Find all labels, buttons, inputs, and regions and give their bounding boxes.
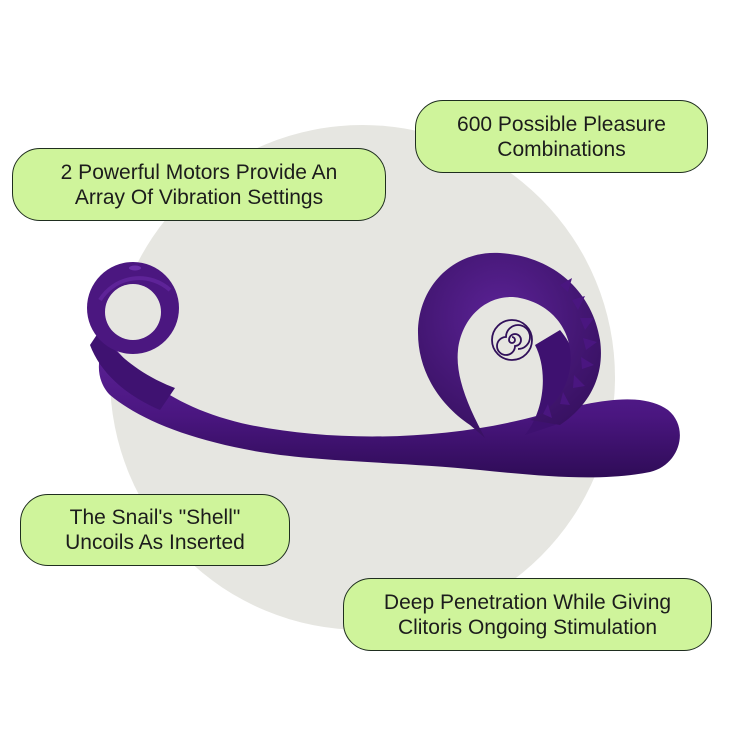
callout-motors: 2 Powerful Motors Provide An Array Of Vi… [12,148,386,221]
callout-penetration-line2: Clitoris Ongoing Stimulation [397,615,658,639]
product-shell [418,252,601,438]
product-shaft [98,340,680,478]
callout-shell-line2: Uncoils As Inserted [65,531,245,554]
callout-motors-line2: Array Of Vibration Settings [74,185,324,209]
callout-motors-line1: 2 Powerful Motors Provide An [60,160,338,184]
callout-penetration-line1: Deep Penetration While Giving [383,590,672,614]
product-ring-hole [105,284,161,340]
callout-shell: The Snail's "Shell" Uncoils As Inserted [20,494,290,566]
callout-shell-line1: The Snail's "Shell" [69,506,241,529]
product-handle-neck [90,330,175,410]
callout-combinations-line1: 600 Possible Pleasure [457,112,666,136]
spiral-logo-icon [491,319,533,361]
callout-combinations-line2: Combinations [497,137,626,161]
callout-penetration: Deep Penetration While Giving Clitoris O… [343,578,712,651]
product-shell-ridges [543,278,597,418]
callout-combinations: 600 Possible Pleasure Combinations [415,100,708,173]
